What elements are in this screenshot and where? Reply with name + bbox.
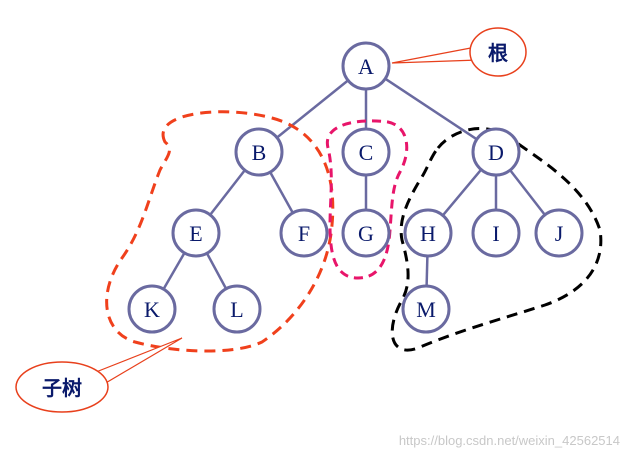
edge-d-j xyxy=(509,169,546,216)
edge-a-b xyxy=(276,79,349,139)
tree-node-g: G xyxy=(341,208,391,258)
tree-node-d: D xyxy=(471,127,521,177)
edge-d-h xyxy=(441,168,483,217)
node-label: G xyxy=(358,221,374,246)
subtree-callout-bubble xyxy=(15,361,109,413)
node-circle xyxy=(212,284,262,334)
node-circle xyxy=(471,208,521,258)
node-label: C xyxy=(359,140,374,165)
edge-e-k xyxy=(162,252,186,290)
watermark-text: https://blog.csdn.net/weixin_42562514 xyxy=(399,433,620,448)
node-label: K xyxy=(144,297,160,322)
node-label: J xyxy=(555,221,564,246)
tree-node-c: C xyxy=(341,127,391,177)
root-callout-pointer xyxy=(391,46,479,64)
node-label: A xyxy=(358,54,374,79)
edge-h-m xyxy=(425,255,429,287)
subtree-callout-label: 子树 xyxy=(42,376,82,400)
tree-edges xyxy=(162,77,546,290)
edge-b-f xyxy=(269,171,294,214)
node-label: F xyxy=(298,221,310,246)
node-label: D xyxy=(488,140,504,165)
subtree-callout-pointer xyxy=(95,337,183,385)
node-circle xyxy=(534,208,584,258)
subtree-outline-d xyxy=(390,127,603,352)
tree-nodes: A B C D E F G H I J K L M xyxy=(127,41,584,334)
tree-node-b: B xyxy=(234,127,284,177)
node-label: I xyxy=(492,221,499,246)
root-callout-bubble xyxy=(469,27,527,77)
node-circle xyxy=(127,284,177,334)
callouts: 根 子树 xyxy=(15,27,527,413)
edge-b-e xyxy=(209,169,246,216)
node-circle xyxy=(341,127,391,177)
edge-a-d xyxy=(384,77,478,141)
tree-node-a: A xyxy=(341,41,391,91)
node-circle xyxy=(471,127,521,177)
node-circle xyxy=(401,284,451,334)
node-label: H xyxy=(420,221,436,246)
node-circle xyxy=(341,208,391,258)
tree-node-k: K xyxy=(127,284,177,334)
tree-node-h: H xyxy=(403,208,453,258)
tree-node-m: M xyxy=(401,284,451,334)
tree-node-f: F xyxy=(279,208,329,258)
node-circle xyxy=(279,208,329,258)
node-circle xyxy=(341,41,391,91)
node-circle xyxy=(403,208,453,258)
tree-node-i: I xyxy=(471,208,521,258)
tree-node-l: L xyxy=(212,284,262,334)
root-callout-label: 根 xyxy=(488,41,508,65)
tree-node-e: E xyxy=(171,208,221,258)
node-label: E xyxy=(189,221,202,246)
node-label: M xyxy=(416,297,436,322)
edge-e-l xyxy=(205,252,228,290)
node-label: L xyxy=(230,297,243,322)
node-circle xyxy=(234,127,284,177)
node-circle xyxy=(171,208,221,258)
tree-node-j: J xyxy=(534,208,584,258)
node-label: B xyxy=(252,140,267,165)
subtree-outline-b xyxy=(105,110,335,353)
